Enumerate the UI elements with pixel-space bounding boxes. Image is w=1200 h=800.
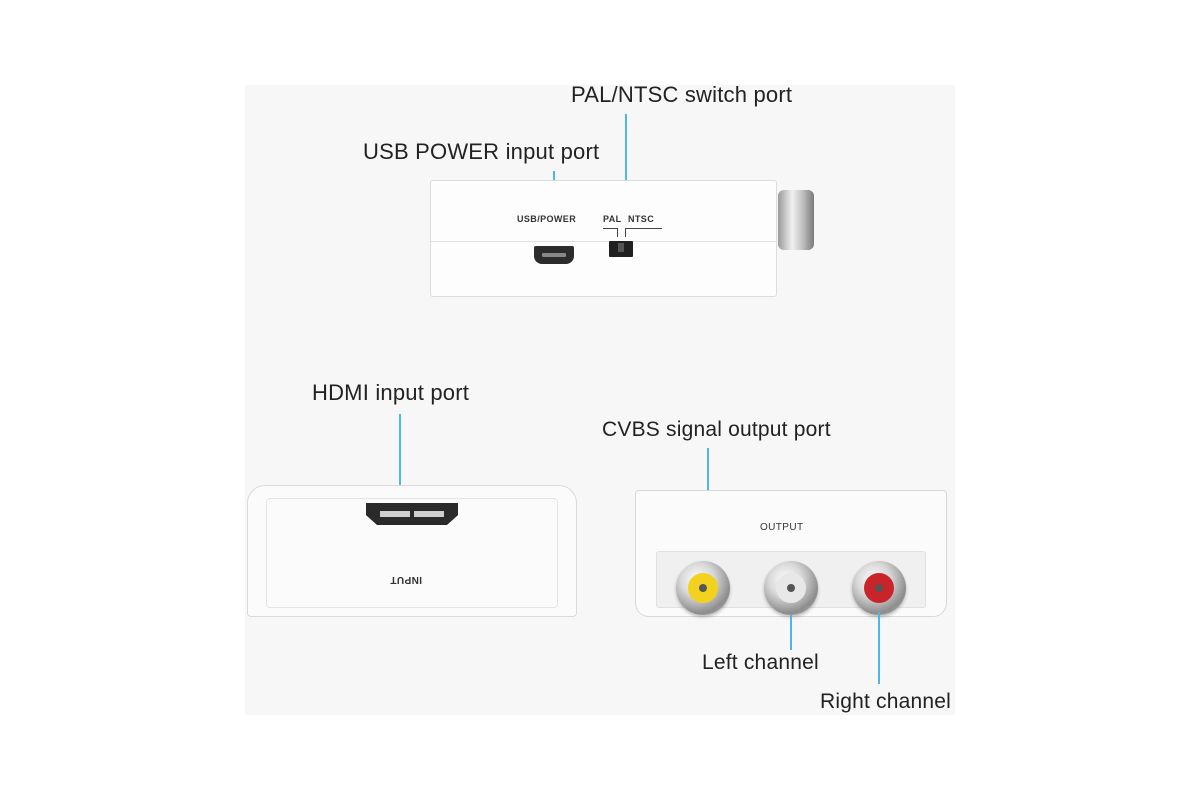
cvbs-output-callout: CVBS signal output port [602,418,831,441]
left-channel-callout: Left channel [702,651,819,674]
input-print: INPUT [390,574,422,585]
converter-input-view: INPUT [247,485,577,617]
usb-power-callout: USB POWER input port [363,139,600,164]
ntsc-print: NTSC [628,214,655,224]
hdmi-input-leader [399,414,401,502]
rca-video-ring [688,573,718,603]
right-channel-callout: Right channel [820,690,952,713]
cvbs-output-leader [707,448,709,530]
mini-usb-port [534,246,574,264]
rca-right-jack [852,561,906,615]
rca-video-jack [676,561,730,615]
converter-top-view: USB/POWER PAL NTSC [430,180,777,297]
hdmi-input-callout: HDMI input port [312,380,470,405]
housing-seam [431,241,776,242]
rca-right-ring [864,573,894,603]
output-print: OUTPUT [760,522,804,533]
converter-output-view: OUTPUT [635,490,947,617]
rca-left-jack [764,561,818,615]
switch-bracket-right [625,228,662,237]
input-face [266,498,558,608]
pal-ntsc-switch [609,241,633,257]
left-channel-leader [790,615,792,650]
hdmi-port [366,503,458,525]
right-channel-leader [878,612,880,684]
rca-left-ring [776,573,806,603]
pal-print: PAL [603,214,622,224]
usb-power-print: USB/POWER [517,214,577,224]
switch-bracket-left [603,228,618,237]
pal-ntsc-callout: PAL/NTSC switch port [571,82,793,107]
rca-side-connector [778,190,814,250]
